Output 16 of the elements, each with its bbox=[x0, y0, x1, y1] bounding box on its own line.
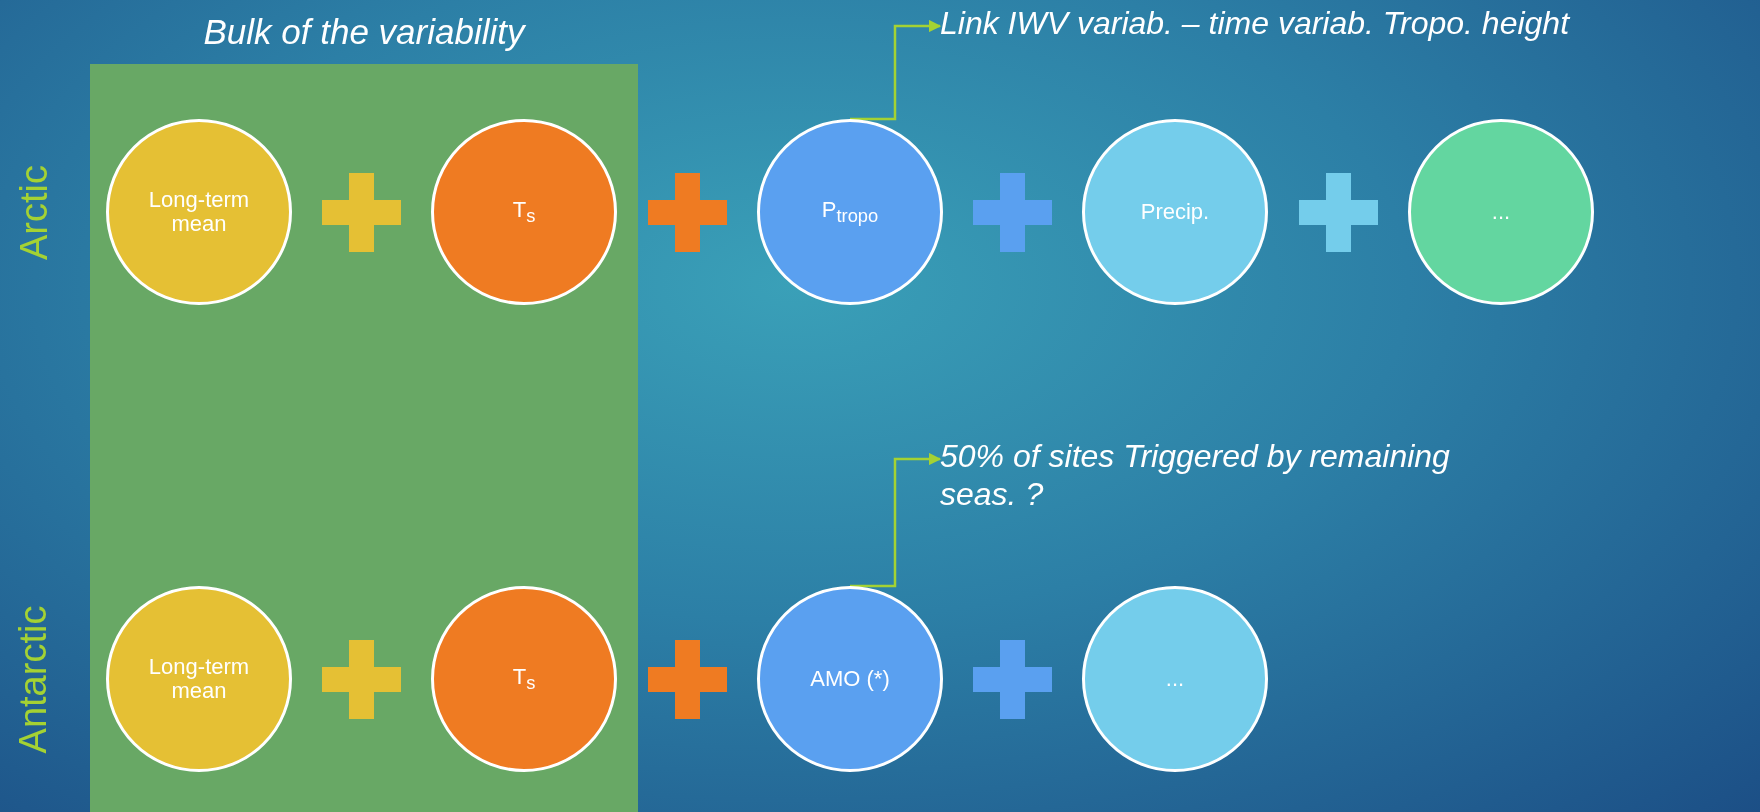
node-label: AMO (*) bbox=[810, 666, 890, 692]
annotation-text: Link IWV variab. – time variab. Tropo. height bbox=[940, 4, 1755, 43]
annotation-text: 50% of sites Triggered by remaining seas. ? bbox=[940, 437, 1500, 514]
node-label: Long-term mean bbox=[147, 654, 251, 704]
node-label: Precip. bbox=[1140, 199, 1210, 225]
row-label: Antarctic bbox=[12, 605, 56, 753]
connector-arrow bbox=[850, 452, 942, 588]
row-label: Arctic bbox=[12, 164, 56, 260]
node-label: ... bbox=[1491, 199, 1511, 225]
band-title: Bulk of the variability bbox=[202, 12, 527, 52]
node-label: T$_{s}$ bbox=[512, 197, 536, 227]
node-label: Long-term mean bbox=[147, 187, 251, 237]
node-label: T$_{s}$ bbox=[512, 664, 536, 694]
connector-arrow bbox=[850, 19, 942, 121]
node-label: ... bbox=[1165, 666, 1185, 692]
node-label: P$_{tropo}$ bbox=[821, 197, 879, 227]
